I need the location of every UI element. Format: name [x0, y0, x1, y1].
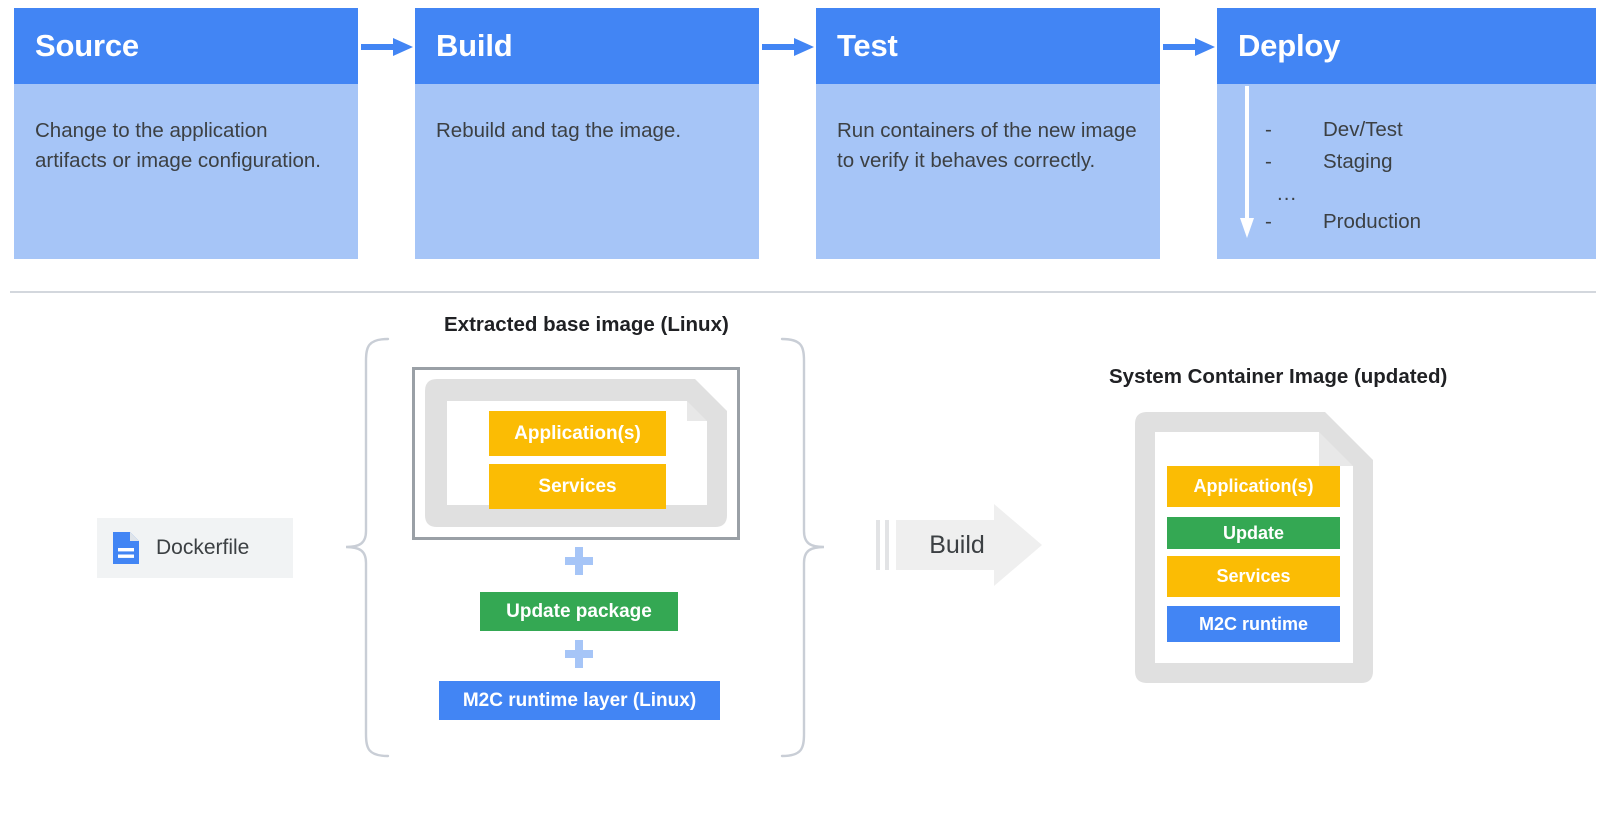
- list-item-label: Staging: [1323, 150, 1393, 173]
- layer-update-package: Update package: [480, 592, 678, 631]
- arrow-right-icon: [876, 504, 1042, 586]
- arrow-head: [1195, 38, 1215, 56]
- section-divider: [10, 291, 1596, 293]
- deploy-environment-list: - Dev/Test - Staging ... - Production: [1265, 118, 1565, 242]
- plus-icon: [565, 547, 593, 575]
- arrow-shaft: [762, 44, 796, 50]
- stage-title: Deploy: [1217, 8, 1596, 84]
- stage-description: Rebuild and tag the image.: [436, 119, 682, 142]
- list-item: - Dev/Test: [1265, 118, 1565, 150]
- list-bullet: -: [1265, 118, 1272, 141]
- dockerfile-label: Dockerfile: [156, 536, 250, 559]
- layer-m2c-runtime-layer: M2C runtime layer (Linux): [439, 681, 720, 720]
- pipeline-row: Source Change to the application artifac…: [0, 0, 1606, 262]
- layer-update: Update: [1167, 517, 1340, 549]
- build-arrow: Build: [876, 504, 1042, 586]
- list-bullet: -: [1265, 150, 1272, 173]
- arrow-right-icon: [762, 38, 816, 56]
- curly-brace-right-icon: [780, 337, 825, 758]
- list-item: - Production: [1265, 210, 1565, 242]
- stage-card-build[interactable]: Build Rebuild and tag the image.: [415, 8, 759, 259]
- layer-applications: Application(s): [1167, 466, 1340, 507]
- arrow-right-icon: [1163, 38, 1217, 56]
- document-icon: [113, 532, 139, 564]
- stage-card-source[interactable]: Source Change to the application artifac…: [14, 8, 358, 259]
- plus-icon: [565, 640, 593, 668]
- arrow-head: [1240, 218, 1254, 238]
- stage-title: Test: [816, 8, 1160, 84]
- stage-title: Build: [415, 8, 759, 84]
- stage-description: Change to the application artifacts or i…: [35, 119, 321, 172]
- list-item-label: Production: [1323, 210, 1422, 233]
- layer-services: Services: [489, 464, 666, 509]
- right-stack-caption: System Container Image (updated): [1109, 365, 1448, 388]
- arrow-right-icon: [361, 38, 415, 56]
- list-item: - Staging: [1265, 150, 1565, 182]
- stage-description: Run containers of the new image to verif…: [837, 119, 1137, 172]
- stage-card-deploy[interactable]: Deploy: [1217, 8, 1596, 259]
- left-stack-caption: Extracted base image (Linux): [444, 313, 729, 336]
- arrow-shaft: [1163, 44, 1197, 50]
- layer-services: Services: [1167, 556, 1340, 597]
- stage-card-test[interactable]: Test Run containers of the new image to …: [816, 8, 1160, 259]
- build-arrow-label: Build: [929, 530, 985, 559]
- layer-m2c-runtime: M2C runtime: [1167, 606, 1340, 642]
- dockerfile-chip[interactable]: Dockerfile: [97, 518, 293, 578]
- arrow-down-icon: [1240, 86, 1254, 238]
- list-item-ellipsis: ...: [1277, 182, 1298, 205]
- curly-brace-left-icon: [345, 337, 390, 758]
- arrow-head: [393, 38, 413, 56]
- list-item-label: Dev/Test: [1323, 118, 1403, 141]
- extracted-base-image-outline: [412, 367, 740, 540]
- stage-title: Source: [14, 8, 358, 84]
- layer-applications: Application(s): [489, 411, 666, 456]
- arrow-shaft: [361, 44, 395, 50]
- arrow-head: [794, 38, 814, 56]
- arrow-shaft: [1245, 86, 1249, 222]
- list-bullet: -: [1265, 210, 1272, 233]
